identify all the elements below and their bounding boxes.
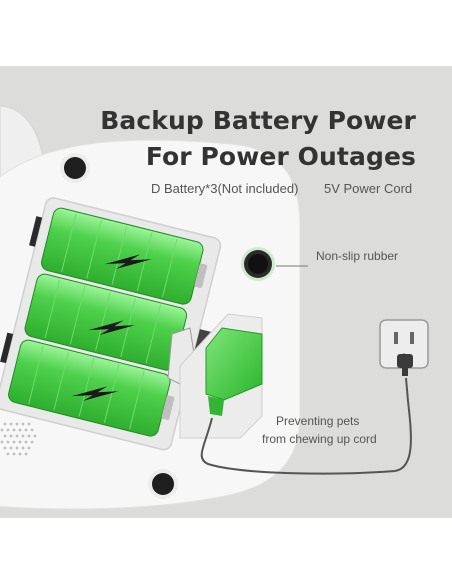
headline-line-2: For Power Outages bbox=[145, 142, 416, 171]
device-illustration bbox=[0, 105, 429, 510]
wall-outlet-icon bbox=[379, 319, 429, 376]
product-image-panel: Backup Battery Power For Power Outages D… bbox=[0, 66, 452, 518]
battery bbox=[8, 339, 175, 437]
battery-compartment bbox=[0, 197, 222, 451]
rubber-foot-icon bbox=[241, 247, 275, 281]
speaker-grille-icon bbox=[0, 422, 37, 456]
cord-callout-line-1: Preventing pets bbox=[276, 414, 360, 428]
lightning-bolt-icon bbox=[104, 254, 152, 269]
battery-note: D Battery*3(Not included) bbox=[151, 181, 299, 196]
rubber-foot-icon bbox=[60, 153, 90, 183]
power-cord bbox=[200, 377, 412, 475]
power-plug-icon bbox=[205, 327, 263, 416]
cord-callout-line-2: from chewing up cord bbox=[262, 432, 377, 446]
lightning-bolt-icon bbox=[88, 320, 135, 335]
lightning-bolt-icon bbox=[71, 386, 119, 401]
rubber-foot-icon bbox=[148, 469, 178, 499]
headline-line-1: Backup Battery Power bbox=[100, 106, 416, 135]
power-cord-note: 5V Power Cord bbox=[324, 181, 413, 196]
rubber-callout: Non-slip rubber bbox=[316, 249, 399, 263]
battery bbox=[40, 207, 208, 305]
